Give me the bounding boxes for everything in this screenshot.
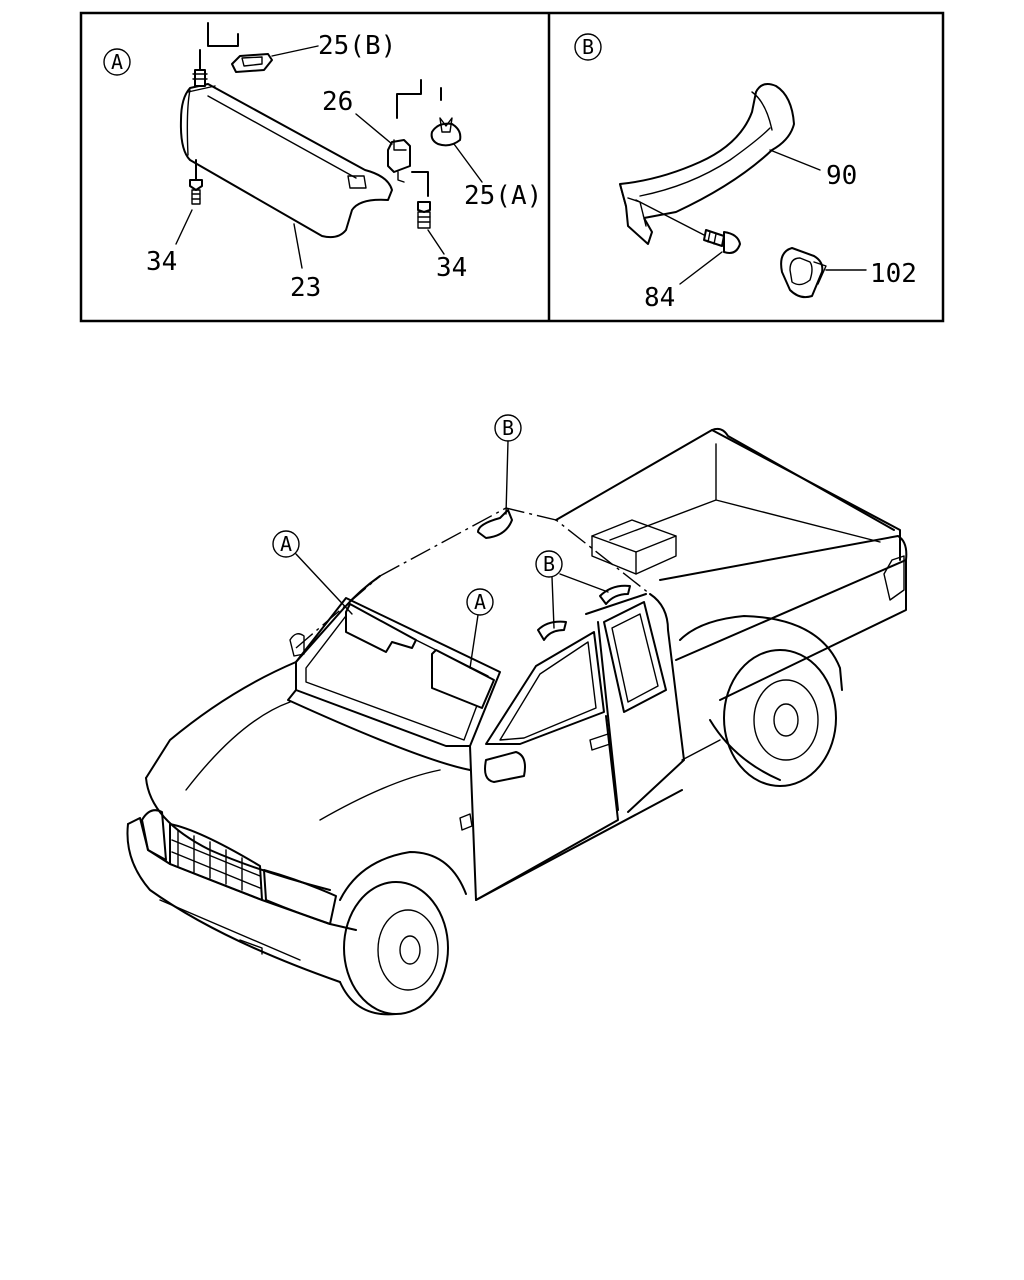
svg-text:B: B [543, 552, 555, 576]
clip-102[interactable] [780, 247, 827, 299]
svg-text:A: A [280, 532, 292, 556]
assist-grip-90[interactable] [619, 83, 795, 245]
vehicle-assist-grip-door[interactable] [537, 620, 567, 641]
vehicle-sun-visor-right[interactable] [431, 649, 495, 709]
panel-b-marker-circle [574, 33, 602, 61]
svg-text:B: B [502, 416, 514, 440]
svg-text:A: A [474, 590, 486, 614]
clip-25b[interactable] [231, 53, 273, 73]
panel-b-marker: B [582, 35, 594, 59]
sun-visor-23[interactable] [179, 69, 393, 239]
screw-34-right[interactable] [417, 201, 431, 229]
label-23: 23 [290, 273, 321, 303]
callout-b-rear[interactable]: B [535, 550, 563, 578]
vehicle-sun-visor-left[interactable] [345, 603, 417, 653]
label-90: 90 [826, 161, 857, 191]
label-34-right: 34 [436, 253, 467, 283]
label-25b: 25(B) [318, 31, 396, 61]
vehicle-assist-grip-roof[interactable] [477, 509, 513, 539]
label-34-left: 34 [146, 247, 177, 277]
callout-a-right[interactable]: A [466, 588, 494, 616]
clip-25a[interactable] [430, 117, 462, 147]
panel-a-marker-circle [103, 48, 131, 76]
label-26: 26 [322, 87, 353, 117]
callout-a-left[interactable]: A [272, 530, 300, 558]
label-25a: 25(A) [464, 181, 542, 211]
panel-a-marker: A [111, 50, 123, 74]
bolt-84[interactable] [703, 229, 741, 254]
pickup-truck [126, 427, 908, 1016]
callout-b-roof[interactable]: B [494, 414, 522, 442]
panel-b: B 90 84 102 [574, 33, 917, 313]
vehicle-assist-grip-rear[interactable] [599, 584, 631, 605]
detail-frame [79, 11, 945, 323]
label-84: 84 [644, 283, 675, 313]
screw-34-left[interactable] [189, 179, 203, 205]
holder-26[interactable] [387, 139, 411, 183]
panel-a: A 25(B) 26 [103, 22, 542, 303]
label-102: 102 [870, 259, 917, 289]
